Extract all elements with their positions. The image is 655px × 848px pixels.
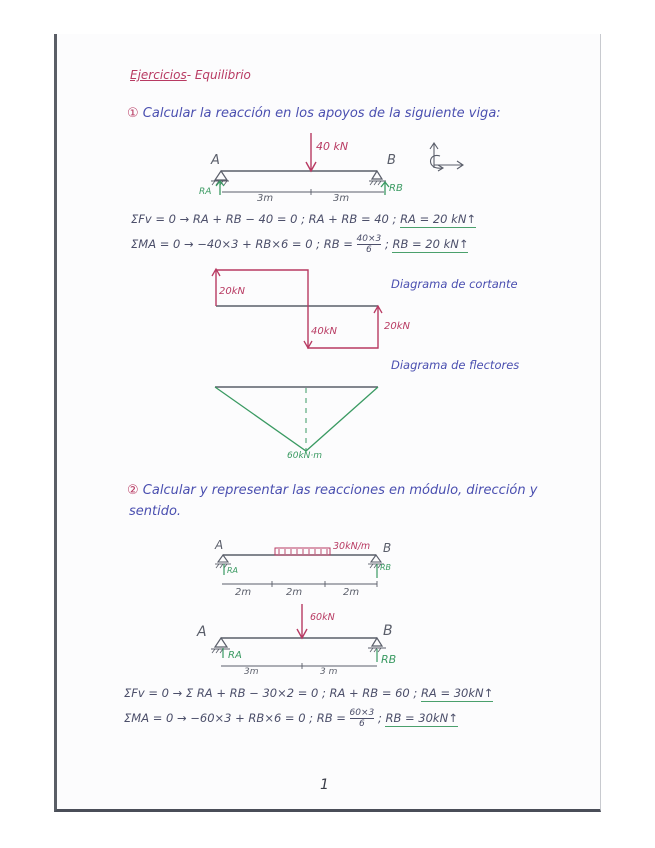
beam-2-label-a: A: [215, 538, 224, 552]
eq-forces-text: ΣFv = 0 → RA + RB − 40 = 0 ; RA + RB = 4…: [131, 212, 397, 226]
shear-diagram: [211, 267, 383, 350]
eq-moments-sep: ;: [384, 237, 389, 251]
beam-2-load-label: 30kN/m: [333, 541, 371, 552]
beam-1-load-label: 40 kN: [316, 140, 349, 153]
eq-moments-result: RB = 20 kN↑: [392, 237, 469, 253]
sign-convention-icon: [429, 142, 464, 172]
title-main: Ejercicios: [130, 68, 187, 82]
beam-1-span-right: 3m: [333, 193, 350, 204]
beam-3-span-left: 3m: [244, 667, 259, 677]
beam-1-span-left: 3m: [257, 193, 274, 204]
exercise-2-text-line2: sentido.: [129, 504, 182, 519]
eq-moments-text: ΣMA = 0 → −40×3 + RB×6 = 0 ; RB =: [131, 237, 353, 251]
title-sub: - Equilibrio: [186, 68, 251, 82]
beam-2-label-b: B: [383, 541, 392, 555]
beam-2-reaction-a: RA: [227, 566, 239, 575]
eq-forces-result: RA = 20 kN↑: [400, 212, 477, 228]
beam-3-span-right: 3 m: [320, 667, 338, 677]
fraction-numerator: 40×3: [356, 234, 382, 245]
beam-3-label-b: B: [383, 623, 393, 639]
exercise-1-eq-moments: ΣMA = 0 → −40×3 + RB×6 = 0 ; RB = 40×3 6…: [131, 234, 469, 255]
moment-diagram: [214, 386, 379, 452]
eq2-forces-result: RA = 30kN↑: [420, 686, 494, 702]
notebook-page: [54, 34, 601, 812]
beam-2-reaction-b: RB: [380, 563, 392, 572]
eq2-moments-result: RB = 30kN↑: [385, 711, 458, 727]
page-number: 1: [320, 777, 329, 793]
beam-2-equivalent: [211, 604, 386, 669]
exercise-1-eq-forces: ΣFv = 0 → RA + RB − 40 = 0 ; RA + RB = 4…: [131, 212, 477, 228]
eq2-forces-text: ΣFv = 0 → Σ RA + RB − 30×2 = 0 ; RA + RB…: [124, 686, 418, 700]
moment-diagram-title: Diagrama de flectores: [391, 358, 520, 372]
shear-label-mid: 40kN: [311, 326, 337, 337]
moment-max-label: 60kN·m: [287, 451, 323, 461]
beam-1-label-a: A: [211, 153, 220, 168]
eq-moments-fraction: 40×3 6: [356, 234, 382, 255]
eq2-moments-fraction: 60×3 6: [349, 708, 375, 729]
exercise-1-text: Calcular la reacción en los apoyos de la…: [142, 106, 501, 121]
beam-1-reaction-a: RA: [199, 187, 212, 197]
exercise-1-number: ①: [127, 106, 139, 121]
beam-3-label-a: A: [197, 624, 207, 640]
exercise-2-number: ②: [127, 483, 139, 498]
eq2-moments-sep: ;: [377, 711, 382, 725]
beam-2-span-1: 2m: [235, 587, 252, 598]
shear-label-right: 20kN: [384, 321, 410, 332]
exercise-1-statement: ① Calcular la reacción en los apoyos de …: [127, 106, 501, 121]
beam-1-reaction-b: RB: [389, 183, 403, 194]
eq2-moments-text: ΣMA = 0 → −60×3 + RB×6 = 0 ; RB =: [124, 711, 346, 725]
fraction2-numerator: 60×3: [349, 708, 375, 719]
beam-2-span-2: 2m: [286, 587, 303, 598]
page-title: Ejercicios- Equilibrio: [130, 68, 251, 82]
exercise-2-eq-forces: ΣFv = 0 → Σ RA + RB − 30×2 = 0 ; RA + RB…: [124, 686, 494, 702]
beam-1-label-b: B: [387, 153, 396, 168]
beam-2-distributed: [215, 547, 384, 587]
beam-3-load-label: 60kN: [310, 612, 335, 623]
exercise-2-statement: ② Calcular y representar las reacciones …: [127, 483, 537, 498]
beam-2-span-3: 2m: [343, 587, 360, 598]
shear-label-left: 20kN: [219, 286, 245, 297]
exercise-2-eq-moments: ΣMA = 0 → −60×3 + RB×6 = 0 ; RB = 60×3 6…: [124, 708, 458, 729]
beam-1: [211, 133, 390, 195]
fraction2-denominator: 6: [359, 719, 365, 729]
shear-diagram-title: Diagrama de cortante: [391, 277, 518, 291]
beam-3-reaction-a: RA: [228, 650, 242, 661]
fraction-denominator: 6: [366, 245, 372, 255]
exercise-2-text-line1: Calcular y representar las reacciones en…: [142, 483, 538, 498]
beam-3-reaction-b: RB: [381, 653, 397, 666]
